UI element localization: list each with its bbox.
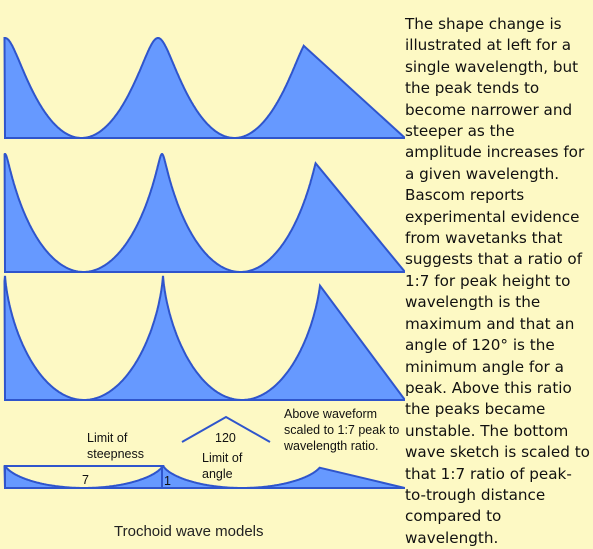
height-value: 1	[164, 474, 171, 488]
angle-marker	[181, 415, 271, 443]
angle-label: Limit of angle	[202, 451, 243, 481]
scaled-note: Above waveform scaled to 1:7 peak to wav…	[284, 407, 400, 453]
wave-model-1	[3, 37, 405, 139]
figure-caption: Trochoid wave models	[114, 523, 264, 540]
wavelength-box	[4, 465, 163, 489]
trochoid-waves-figure	[3, 37, 405, 489]
wave-model-2	[3, 153, 405, 273]
wavelength-value: 7	[82, 473, 89, 487]
angle-value-label: 120	[215, 431, 236, 445]
steepness-label: Limit of steepness	[87, 431, 144, 461]
description-paragraph: The shape change is illustrated at left …	[405, 15, 590, 547]
wave-model-3	[3, 275, 405, 401]
